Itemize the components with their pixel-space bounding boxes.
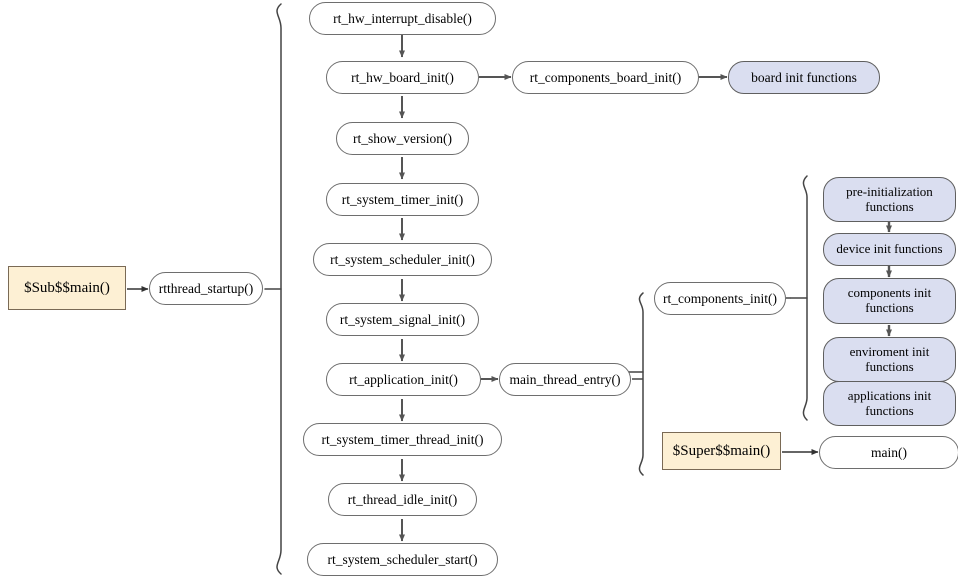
node-rt-system-scheduler-init[interactable]: rt_system_scheduler_init() <box>313 243 492 276</box>
node-rt-hw-interrupt-disable[interactable]: rt_hw_interrupt_disable() <box>309 2 496 35</box>
node-sub-main[interactable]: $Sub$$main() <box>8 266 126 310</box>
node-pre-initialization-functions[interactable]: pre-initialization functions <box>823 177 956 222</box>
node-rt-system-scheduler-start[interactable]: rt_system_scheduler_start() <box>307 543 498 576</box>
node-main[interactable]: main() <box>819 436 958 469</box>
node-board-init-functions[interactable]: board init functions <box>728 61 880 94</box>
node-rt-hw-board-init[interactable]: rt_hw_board_init() <box>326 61 479 94</box>
node-rtthread-startup[interactable]: rtthread_startup() <box>149 272 263 305</box>
node-enviroment-init-functions[interactable]: enviroment init functions <box>823 337 956 382</box>
node-rt-show-version[interactable]: rt_show_version() <box>336 122 469 155</box>
node-main-thread-entry[interactable]: main_thread_entry() <box>499 363 631 396</box>
node-rt-components-init[interactable]: rt_components_init() <box>654 282 786 315</box>
node-rt-system-timer-init[interactable]: rt_system_timer_init() <box>326 183 479 216</box>
node-rt-thread-idle-init[interactable]: rt_thread_idle_init() <box>328 483 477 516</box>
node-rt-system-timer-thread-init[interactable]: rt_system_timer_thread_init() <box>303 423 502 456</box>
node-rt-components-board-init[interactable]: rt_components_board_init() <box>512 61 699 94</box>
node-rt-application-init[interactable]: rt_application_init() <box>326 363 481 396</box>
node-components-init-functions[interactable]: components init functions <box>823 278 956 324</box>
node-applications-init-functions[interactable]: applications init functions <box>823 381 956 426</box>
node-super-main[interactable]: $Super$$main() <box>662 432 781 470</box>
node-rt-system-signal-init[interactable]: rt_system_signal_init() <box>326 303 479 336</box>
node-device-init-functions[interactable]: device init functions <box>823 233 956 266</box>
